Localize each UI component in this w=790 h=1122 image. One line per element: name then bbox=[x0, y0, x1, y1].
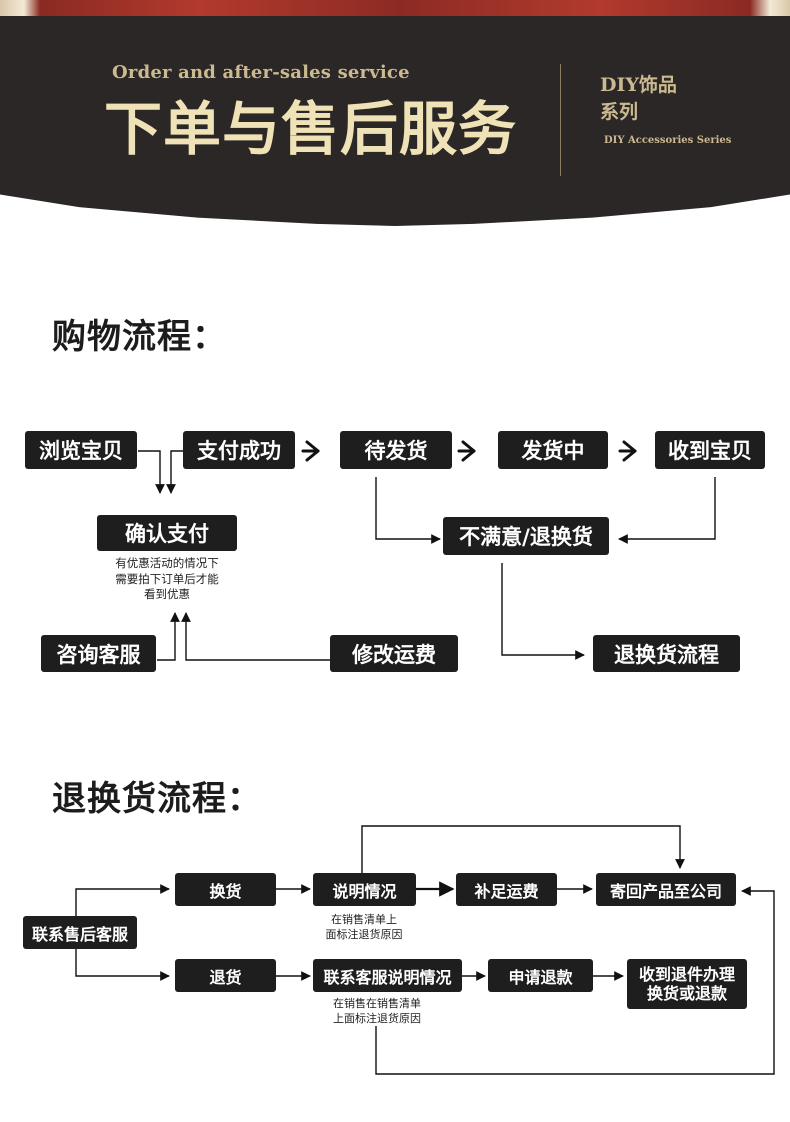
chevron-arrow-icon bbox=[305, 440, 320, 462]
node-browse: 浏览宝贝 bbox=[25, 431, 137, 469]
discount-note: 有优惠活动的情况下 需要拍下订单后才能 看到优惠 bbox=[115, 556, 219, 602]
top-decorative-band bbox=[0, 0, 790, 18]
exchange-note: 在销售清单上 面标注退货原因 bbox=[325, 913, 403, 941]
node-pay-shipping: 补足运费 bbox=[456, 873, 557, 906]
node-payment-success: 支付成功 bbox=[183, 431, 295, 469]
connector-contact-refund bbox=[75, 949, 170, 981]
banner-series-line1: DIY饰品 bbox=[600, 74, 677, 96]
connector-received-unsatisfied bbox=[618, 477, 716, 544]
node-send-to-company: 寄回产品至公司 bbox=[596, 873, 736, 906]
shopping-section-title: 购物流程： bbox=[52, 317, 227, 357]
connector-contact-exchange bbox=[75, 884, 170, 917]
banner-subtitle-en: Order and after-sales service bbox=[112, 62, 410, 83]
node-modify-shipping: 修改运费 bbox=[330, 635, 458, 672]
node-apply-refund: 申请退款 bbox=[488, 959, 593, 992]
connector-modify-confirm bbox=[181, 612, 330, 661]
node-received: 收到宝贝 bbox=[655, 431, 765, 469]
chevron-arrow-icon bbox=[622, 440, 637, 462]
node-contact-aftersales: 联系售后客服 bbox=[23, 916, 137, 949]
node-receive-process: 收到退件办理 换货或退款 bbox=[627, 959, 747, 1009]
node-consult-service: 咨询客服 bbox=[41, 635, 156, 672]
node-contact-explain: 联系客服说明情况 bbox=[313, 959, 462, 992]
node-explain-situation: 说明情况 bbox=[313, 873, 416, 906]
node-unsatisfied-return: 不满意/退换货 bbox=[443, 517, 609, 555]
banner-divider bbox=[560, 64, 561, 176]
node-pending-shipment: 待发货 bbox=[340, 431, 452, 469]
banner-series-en: DIY Accessories Series bbox=[604, 135, 732, 146]
connector-unsatisfied-return bbox=[501, 563, 585, 660]
receive-line2: 换货或退款 bbox=[646, 984, 727, 1003]
returns-section-title: 退换货流程： bbox=[52, 779, 262, 819]
chevron-arrow-icon bbox=[461, 440, 476, 462]
node-confirm-payment: 确认支付 bbox=[97, 515, 237, 551]
node-exchange: 换货 bbox=[175, 873, 276, 906]
connector-pending-unsatisfied bbox=[375, 477, 441, 544]
node-shipping: 发货中 bbox=[498, 431, 608, 469]
node-refund: 退货 bbox=[175, 959, 276, 992]
header-banner bbox=[0, 16, 790, 226]
node-return-process: 退换货流程 bbox=[593, 635, 740, 672]
receive-line1: 收到退件办理 bbox=[638, 964, 735, 984]
banner-title: 下单与售后服务 bbox=[104, 95, 518, 163]
connector-browse-confirm bbox=[138, 450, 165, 494]
banner-series-line2: 系列 bbox=[600, 101, 639, 123]
refund-note: 在销售在销售清单 上面标注退货原因 bbox=[333, 997, 421, 1025]
connector-consult-confirm bbox=[157, 612, 180, 661]
connector-explain-sendback-top bbox=[361, 825, 685, 873]
